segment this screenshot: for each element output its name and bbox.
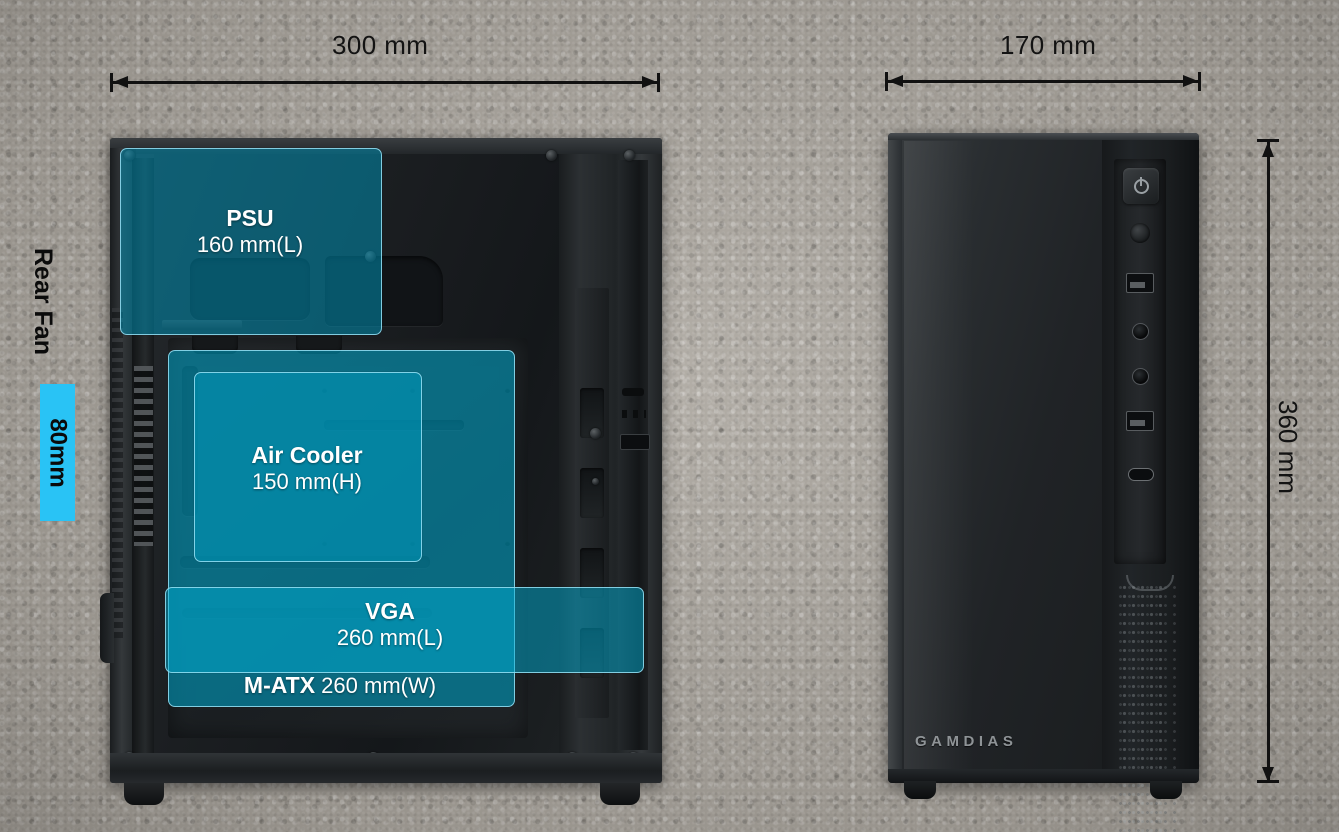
dimension-170mm-cap-left <box>885 72 888 91</box>
cable-tab-2 <box>296 336 342 354</box>
vga-label-value: 260 mm(L) <box>336 625 444 651</box>
reset-button[interactable] <box>1130 223 1150 243</box>
case-right-top-edge <box>888 133 1199 140</box>
audio-jack-headphone[interactable] <box>1132 368 1149 385</box>
screw-interior-3 <box>592 478 599 485</box>
psu-clearance-overlay <box>120 148 382 335</box>
case-left-side-bracket <box>100 593 114 663</box>
dimension-360mm-line <box>1267 142 1270 782</box>
expansion-slot-2 <box>580 468 604 518</box>
vga-label-title: VGA <box>365 598 415 624</box>
rear-fan-size-badge: 80mm <box>40 384 75 521</box>
case-left-bottom-panel <box>110 753 662 783</box>
dimension-360mm-label: 360 mm <box>1273 400 1303 494</box>
front-io-panel <box>1114 159 1166 564</box>
matx-clearance-label: M-ATX 260 mm(W) <box>190 672 490 699</box>
air-cooler-label-value: 150 mm(H) <box>251 469 362 495</box>
air-cooler-clearance-label: Air Cooler 150 mm(H) <box>204 442 410 495</box>
dimension-300mm-label: 300 mm <box>332 30 429 60</box>
matx-label-value: 260 mm(W) <box>321 673 437 698</box>
cable-tab-1 <box>192 336 238 354</box>
rear-fan-vent-slots <box>134 366 153 546</box>
screw-top-right <box>624 150 635 161</box>
rear-io-holes <box>622 410 646 418</box>
case-left-foot-right <box>600 783 640 805</box>
case-right-left-edge <box>888 133 902 783</box>
audio-jack-mic[interactable] <box>1132 323 1149 340</box>
case-left-foot-left <box>124 783 164 805</box>
dimension-360mm-arrow-bottom <box>1262 767 1274 782</box>
case-front-view: GAMDIAS <box>888 133 1199 832</box>
rear-fan-label: Rear Fan <box>29 248 57 355</box>
usb-a-port-1[interactable] <box>1126 273 1154 293</box>
air-cooler-clearance-overlay <box>194 372 422 562</box>
dimension-300mm-arrow-left <box>113 76 128 88</box>
psu-label-value: 160 mm(L) <box>196 232 304 258</box>
dimension-170mm-arrow-right <box>1183 75 1198 87</box>
air-cooler-label-title: Air Cooler <box>251 442 363 468</box>
dimension-300mm-cap-left <box>110 73 113 92</box>
power-button[interactable] <box>1123 168 1159 204</box>
vga-clearance-label: VGA 260 mm(L) <box>290 598 490 651</box>
case-right-foot-right <box>1150 781 1182 799</box>
dimension-300mm-arrow-right <box>642 76 657 88</box>
rear-vent-outer <box>112 308 123 638</box>
dimension-360mm-cap-bottom <box>1257 780 1279 783</box>
dimension-170mm-arrow-left <box>888 75 903 87</box>
vga-clearance-overlay <box>165 587 644 673</box>
screw-interior-2 <box>590 428 601 439</box>
dimension-170mm-cap-right <box>1198 72 1201 91</box>
psu-clearance-label: PSU 160 mm(L) <box>150 205 350 258</box>
dimension-170mm-line <box>888 80 1198 83</box>
rear-fan-size-label: 80mm <box>44 417 72 488</box>
dimension-300mm-line <box>113 81 657 84</box>
power-icon <box>1133 178 1149 194</box>
dimension-360mm-cap-top <box>1257 139 1279 142</box>
matx-label-title: M-ATX <box>243 672 316 698</box>
screw-top-mid <box>546 150 557 161</box>
case-right-front-panel <box>902 140 1102 776</box>
rear-psu-cutout <box>620 434 650 450</box>
case-right-foot-left <box>904 781 936 799</box>
brand-logo: GAMDIAS <box>915 733 1018 750</box>
dimension-300mm-cap-right <box>657 73 660 92</box>
rear-io-vent <box>622 388 644 396</box>
usb-a-port-2[interactable] <box>1126 411 1154 431</box>
case-right-bottom-panel <box>888 769 1199 783</box>
usb-c-port[interactable] <box>1128 468 1154 481</box>
psu-label-title: PSU <box>226 205 274 231</box>
dimension-170mm-label: 170 mm <box>1000 30 1097 60</box>
dimension-360mm-arrow-top <box>1262 142 1274 157</box>
